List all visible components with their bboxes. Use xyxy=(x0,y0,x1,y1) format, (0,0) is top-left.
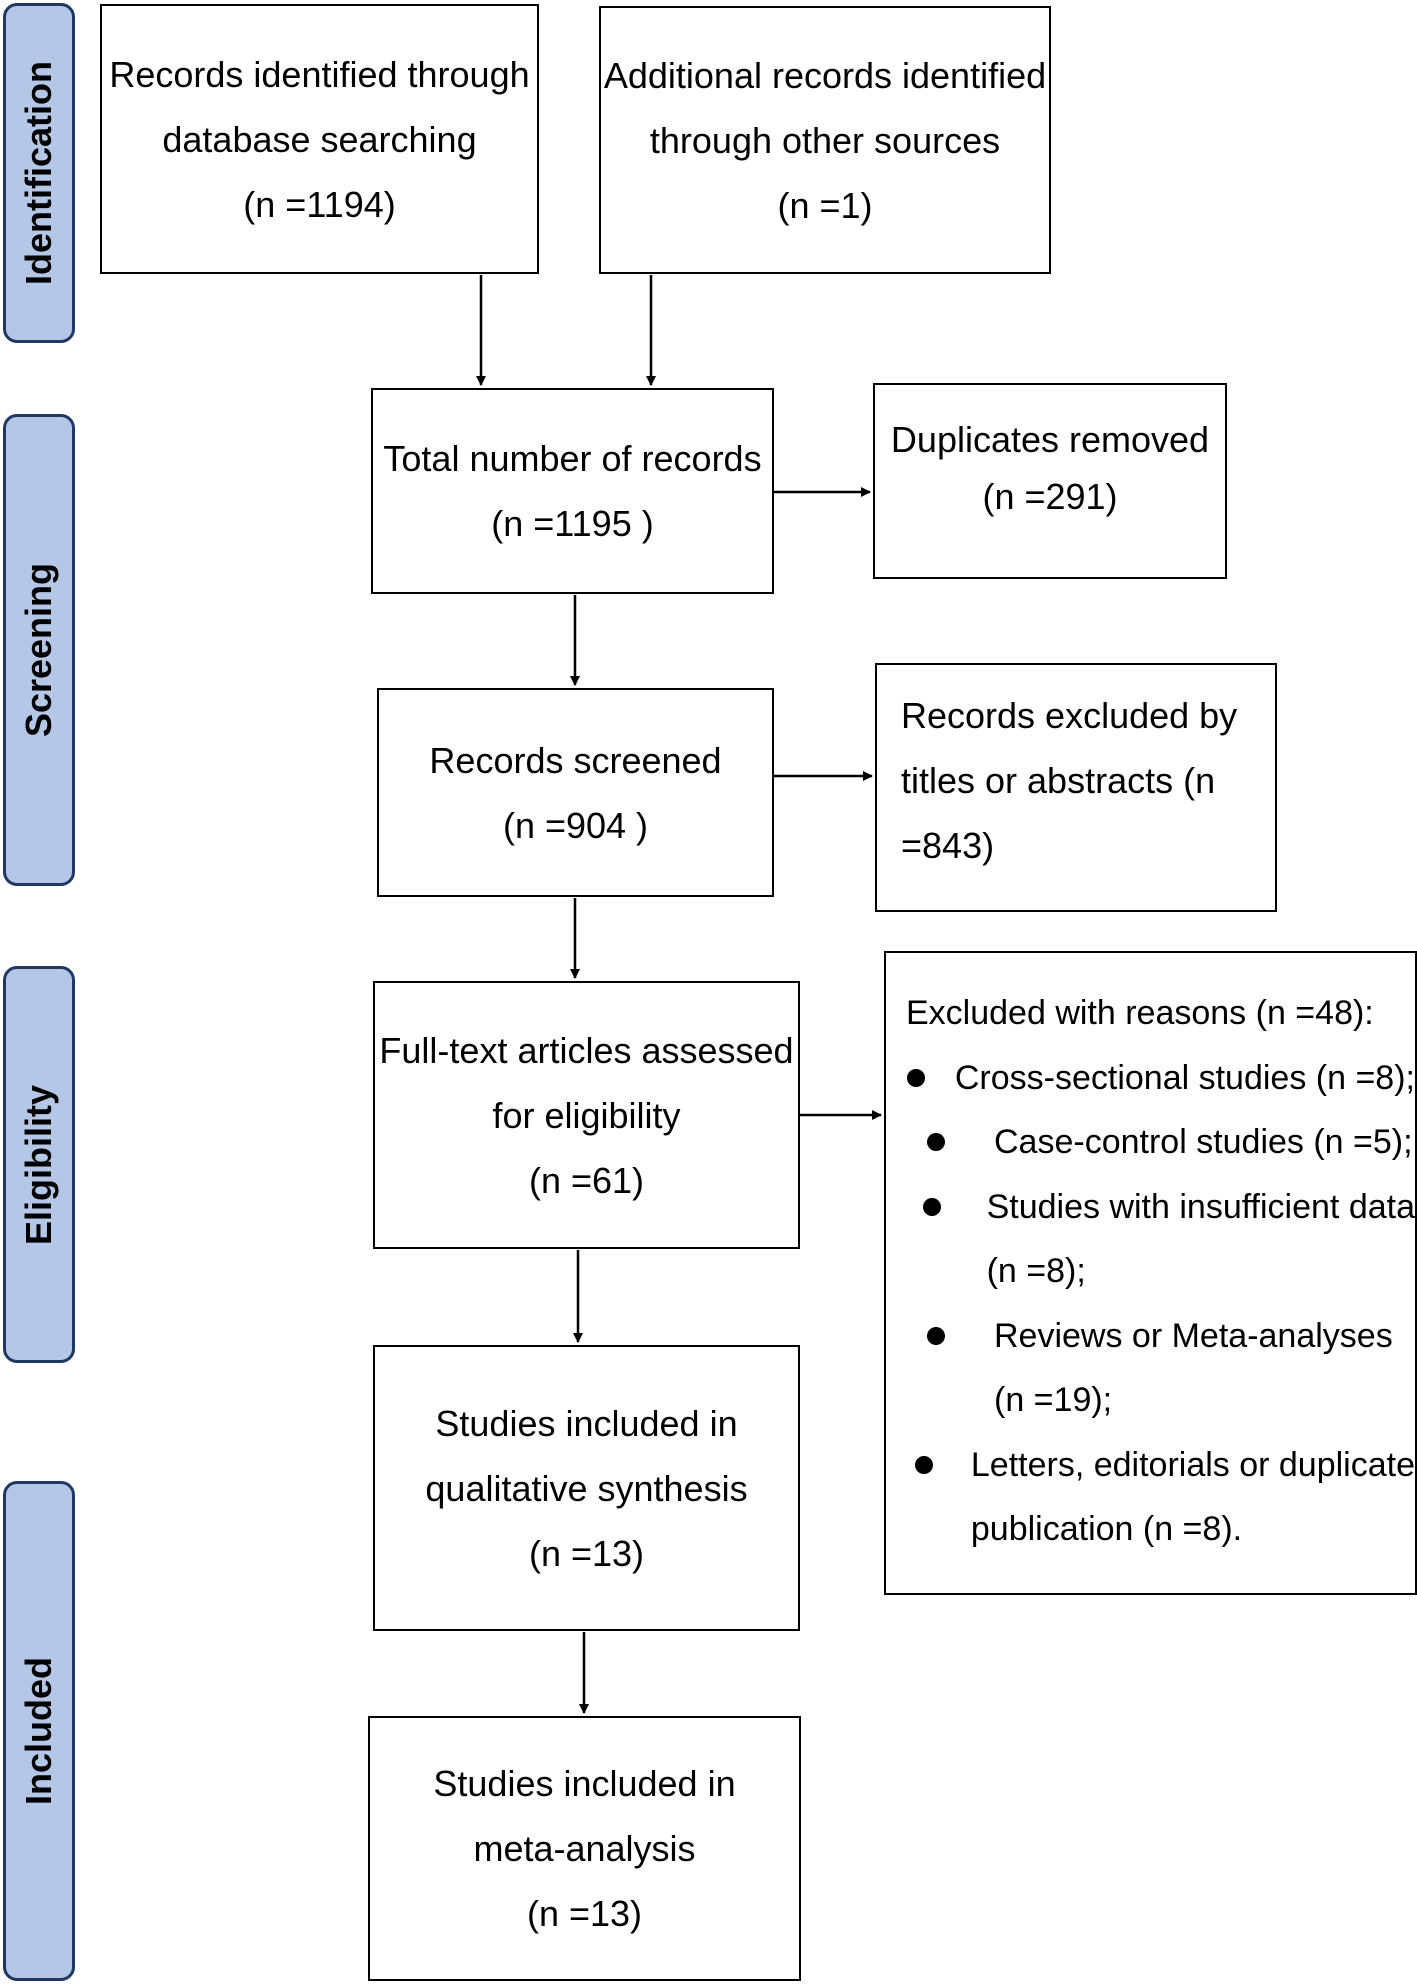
meta-analysis-box: Studies included in meta-analysis (n =13… xyxy=(368,1716,801,1981)
reason-text: Cross-sectional studies (n =8); xyxy=(954,1058,1415,1097)
stage-identification: Identification xyxy=(3,3,75,343)
reason-text: Studies with insufficient data xyxy=(986,1187,1415,1226)
reason-item: Letters, editorials or duplicate publica… xyxy=(906,1433,1415,1562)
stage-eligibility: Eligibility xyxy=(3,966,75,1363)
box-line: (n =291) xyxy=(982,476,1118,517)
reason-item: Cross-sectional studies (n =8); xyxy=(906,1046,1415,1111)
stage-included: Included xyxy=(3,1481,75,1981)
box-line: (n =61) xyxy=(528,1159,645,1201)
records-excluded-titles-box: Records excluded by titles or abstracts … xyxy=(875,663,1277,912)
box-line: Studies included in xyxy=(433,1763,736,1804)
reason-text: publication (n =8). xyxy=(970,1510,1243,1548)
bullet-icon xyxy=(907,1068,926,1087)
box-line: Studies included in xyxy=(435,1402,738,1444)
qualitative-synthesis-box: Studies included in qualitative synthesi… xyxy=(373,1345,800,1631)
box-line: (n =1194) xyxy=(243,183,396,225)
records-screened-box: Records screened (n =904 ) xyxy=(377,688,774,897)
fulltext-assessed-box: Full-text articles assessed for eligibil… xyxy=(373,981,800,1249)
box-line: through other sources xyxy=(649,119,1001,161)
box-line: =843) xyxy=(901,825,995,866)
reason-item: Case-control studies (n =5); xyxy=(906,1110,1415,1175)
reason-item: Studies with insufficient data (n =8); xyxy=(906,1175,1415,1304)
box-line: for eligibility xyxy=(492,1094,681,1136)
box-line: Records screened xyxy=(429,739,722,781)
bullet-icon xyxy=(923,1197,942,1216)
duplicates-removed-box: Duplicates removed (n =291) xyxy=(873,383,1227,579)
box-line: qualitative synthesis xyxy=(425,1467,748,1509)
reason-text: Case-control studies (n =5); xyxy=(994,1123,1413,1161)
box-line: meta-analysis xyxy=(473,1828,696,1869)
total-records-box: Total number of records (n =1195 ) xyxy=(371,388,774,594)
reason-text: Letters, editorials or duplicate xyxy=(970,1445,1415,1484)
reason-item: Reviews or Meta-analyses (n =19); xyxy=(906,1304,1415,1433)
box-line: Additional records identified xyxy=(603,54,1047,96)
bullet-icon xyxy=(915,1455,934,1474)
box-line: (n =904 ) xyxy=(502,804,649,846)
box-line: Records identified through xyxy=(109,53,530,95)
database-records-box: Records identified through database sear… xyxy=(100,4,539,274)
box-line: Total number of records xyxy=(383,438,762,479)
excluded-with-reasons-box: Excluded with reasons (n =48): Cross-sec… xyxy=(884,951,1417,1595)
box-line: Records excluded by xyxy=(901,695,1238,736)
excluded-reasons-heading: Excluded with reasons (n =48): xyxy=(906,994,1374,1032)
box-line: (n =13) xyxy=(528,1532,645,1574)
box-line: Full-text articles assessed xyxy=(379,1029,794,1071)
box-line: Duplicates removed xyxy=(890,419,1210,460)
bullet-icon xyxy=(927,1133,945,1151)
box-line: titles or abstracts (n xyxy=(901,760,1216,801)
box-line: (n =1) xyxy=(777,184,873,226)
box-line: (n =1195 ) xyxy=(491,503,654,544)
box-line: database searching xyxy=(162,118,477,160)
reason-text: (n =8); xyxy=(986,1252,1086,1290)
reason-text: (n =19); xyxy=(994,1381,1113,1419)
bullet-icon xyxy=(927,1326,945,1345)
box-line: (n =13) xyxy=(526,1893,643,1934)
reason-text: Reviews or Meta-analyses xyxy=(994,1316,1393,1355)
other-sources-box: Additional records identified through ot… xyxy=(599,6,1051,274)
stage-screening: Screening xyxy=(3,414,75,886)
